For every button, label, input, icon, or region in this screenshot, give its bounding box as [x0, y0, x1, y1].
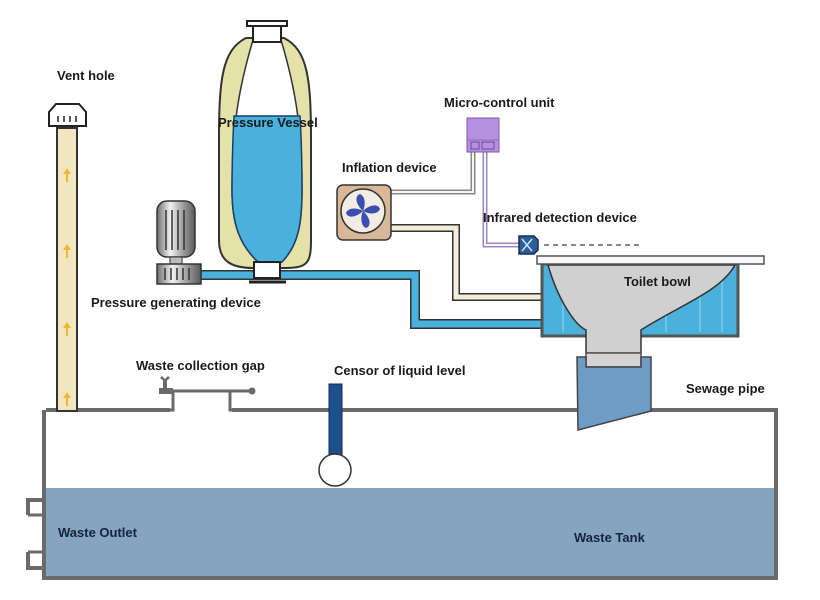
label-sewage-pipe: Sewage pipe — [686, 381, 765, 396]
label-inflation-device: Inflation device — [342, 160, 437, 175]
inflation-device — [336, 184, 392, 241]
infrared-detection-device — [518, 235, 640, 255]
vent-pipe — [48, 103, 87, 412]
label-vent-hole: Vent hole — [57, 68, 115, 83]
bowl-rim — [536, 255, 765, 265]
air-pipe — [390, 224, 545, 301]
waste-tank — [26, 408, 778, 580]
label-waste-outlet: Waste Outlet — [58, 525, 138, 540]
label-waste-collection-gap: Waste collection gap — [136, 358, 265, 373]
airflow-arrow-icon — [63, 168, 71, 406]
vessel-top-port — [252, 25, 282, 43]
label-waste-tank: Waste Tank — [574, 530, 646, 545]
vessel-water — [231, 115, 303, 263]
label-infrared-detection-device: Infrared detection device — [483, 210, 637, 225]
label-pressure-vessel: Pressure Vessel — [218, 115, 318, 130]
pressure-vessel — [218, 20, 312, 284]
fan-icon — [346, 194, 380, 228]
label-censor-of-liquid-level: Censor of liquid level — [334, 363, 465, 378]
water-pipe — [200, 270, 545, 329]
vessel-bottom-port — [253, 261, 281, 279]
label-toilet-bowl: Toilet bowl — [624, 274, 691, 289]
toilet-bowl — [536, 255, 765, 368]
pressure-generating-device — [156, 200, 202, 285]
float-ball — [318, 453, 352, 487]
pump-base — [156, 263, 202, 285]
control-wires — [390, 151, 520, 248]
vent-hole-cap — [48, 103, 87, 127]
label-micro-control-unit: Micro-control unit — [444, 95, 555, 110]
sewage-pipe — [576, 356, 652, 431]
label-pressure-generating-device: Pressure generating device — [91, 295, 261, 310]
liquid-level-sensor — [318, 383, 352, 487]
valve-handle-icon — [159, 376, 173, 394]
waste-liquid — [46, 488, 776, 578]
waste-collection-gap — [159, 376, 256, 412]
waste-outlet-flange — [26, 498, 44, 570]
bowl-outlet — [585, 352, 642, 368]
micro-control-unit — [466, 117, 500, 153]
